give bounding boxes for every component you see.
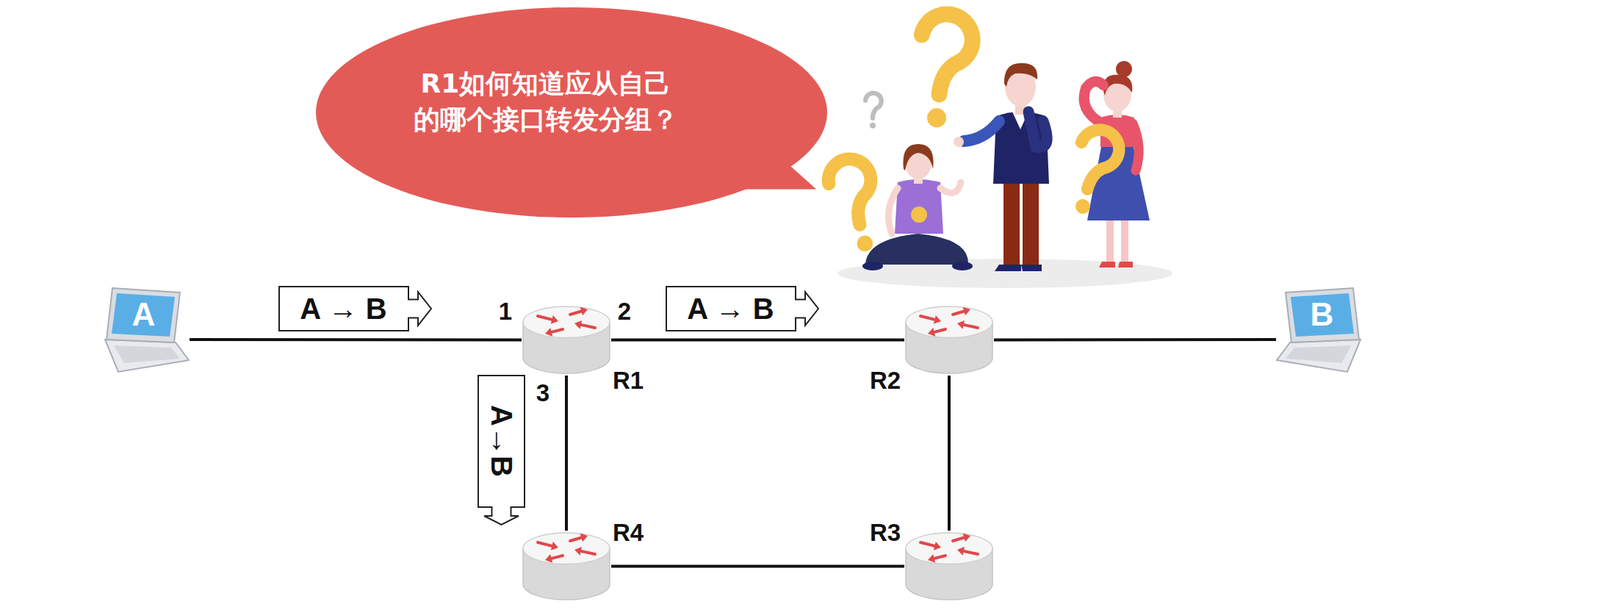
router-name: R2 [869, 366, 901, 395]
router-name: R4 [612, 518, 644, 547]
speech-bubble: R1如何知道应从自己 的哪个接口转发分组？ [314, 5, 829, 219]
girl-figure [862, 143, 973, 271]
router-icon: R3 [904, 530, 994, 602]
router-icon-shape [904, 530, 994, 602]
router-icon: R1 [521, 304, 612, 376]
packet-label: A→B [485, 404, 518, 477]
router-name: R3 [869, 518, 901, 547]
question-mark [865, 93, 882, 129]
packet-box: A → B [665, 285, 820, 332]
man-figure [953, 63, 1050, 272]
question-mark [1063, 125, 1124, 219]
bubble-question: R1如何知道应从自己 的哪个接口转发分组？ [387, 66, 704, 138]
packet-box: A→B [477, 374, 526, 526]
network-link [611, 338, 905, 342]
network-link [947, 375, 951, 531]
router-icon: R2 [904, 304, 994, 376]
question-mark [912, 11, 975, 131]
router-icon: R4 [521, 530, 612, 602]
network-link [189, 337, 522, 341]
router-name: R1 [612, 366, 644, 395]
router-icon-shape [521, 304, 612, 376]
interface-number: 3 [536, 379, 550, 407]
packet-label: A → B [686, 292, 775, 325]
network-link [564, 375, 568, 531]
laptop-host: B [1276, 286, 1368, 374]
packet-box: A → B [278, 285, 432, 332]
interface-number: 2 [617, 297, 632, 326]
network-link [993, 337, 1277, 341]
host-name: B [1310, 298, 1335, 331]
network-link [611, 564, 905, 568]
interface-number: 1 [498, 297, 513, 326]
router-icon-shape [904, 304, 994, 376]
laptop-host: A [97, 286, 190, 374]
host-name: A [132, 298, 156, 331]
packet-label: A → B [299, 292, 388, 325]
question-mark [823, 154, 889, 257]
router-icon-shape [521, 530, 612, 602]
